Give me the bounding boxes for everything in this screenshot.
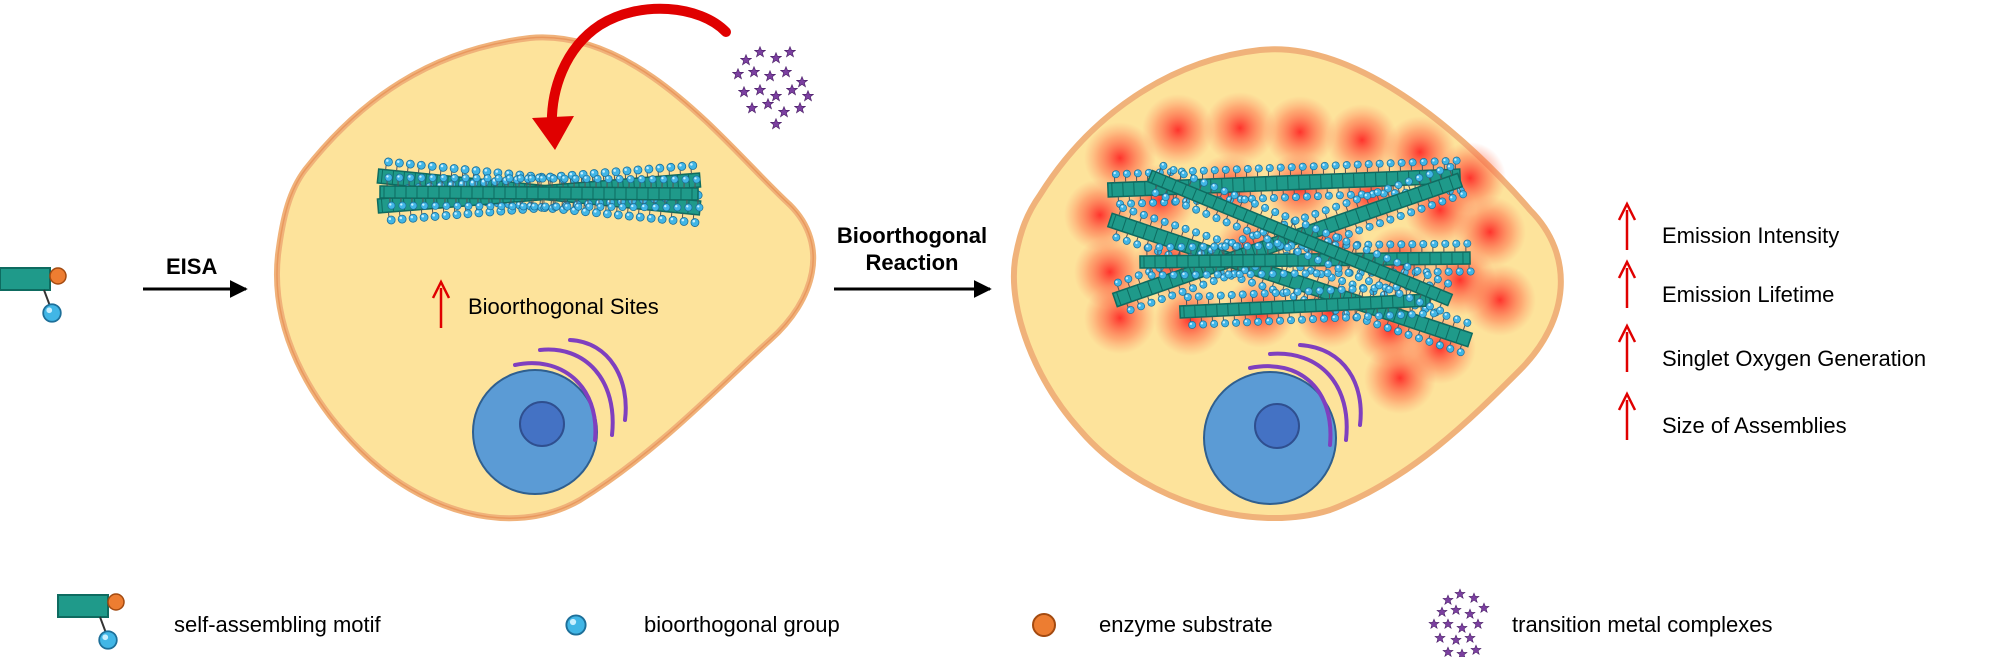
metal-complex-star — [802, 90, 814, 102]
metal-complex-star — [764, 70, 776, 82]
metal-complex-star — [754, 46, 766, 58]
singlet-oxygen-glow-spot — [1464, 264, 1536, 336]
metal-complex-uptake-arrow — [546, 3, 731, 135]
endoplasmic-reticulum — [513, 338, 628, 442]
metal-complex-star — [740, 54, 752, 66]
metal-complex-star — [1468, 592, 1480, 603]
metal-complex-star — [794, 102, 806, 114]
effect-singlet-oxygen-generation: Singlet Oxygen Generation — [1662, 346, 1927, 371]
nucleolus — [519, 401, 565, 447]
singlet-oxygen-glow-spot — [1364, 342, 1436, 414]
metal-complex-star — [786, 84, 798, 96]
metal-complex-star — [770, 52, 782, 64]
bioorthogonal-reaction-label-line2: Reaction — [865, 250, 959, 275]
metal-complex-star — [1442, 646, 1454, 657]
metal-complex-star — [1442, 594, 1454, 605]
metal-complex-star — [1450, 634, 1462, 645]
singlet-oxygen-glow-spot — [1326, 104, 1398, 176]
metal-complex-star — [780, 66, 792, 78]
metal-complex-star — [1450, 604, 1462, 615]
legend-bioorthogonal-group-icon — [565, 614, 587, 636]
metal-complex-star — [1454, 588, 1466, 599]
legend-transition-metal-complexes-label: transition metal complexes — [1512, 612, 1773, 637]
legend-self-assembling-motif-label: self-assembling motif — [174, 612, 381, 637]
endoplasmic-reticulum-2 — [1248, 343, 1363, 447]
metal-complex-star — [784, 46, 796, 58]
eisa-label: EISA — [166, 254, 218, 279]
nucleolus-2 — [1254, 403, 1300, 449]
effect-emission-intensity: Emission Intensity — [1662, 223, 1840, 248]
bioorthogonal-reaction-label-line1: Bioorthogonal — [836, 223, 988, 248]
metal-complex-uptake-arrowhead — [532, 116, 574, 150]
metal-complex-star — [796, 76, 808, 88]
metal-complex-star — [1464, 608, 1476, 619]
singlet-oxygen-glow-spot — [1204, 92, 1276, 164]
metal-complex-star — [748, 66, 760, 78]
bioorthogonal-sites-label: Bioorthogonal Sites — [468, 294, 659, 319]
cell-1 — [274, 34, 817, 522]
bioorthogonal-sites-increase-arrow — [431, 279, 451, 328]
metal-complex-star — [1456, 648, 1468, 657]
metal-complex-star — [754, 84, 766, 96]
effect-increase-arrows — [1617, 201, 1637, 440]
metal-complex-star — [770, 90, 782, 102]
bioorthogonal-reaction-label: Bioorthogonal Reaction — [822, 222, 1002, 276]
legend-enzyme-substrate-label: enzyme substrate — [1099, 612, 1273, 637]
transition-metal-complexes-cluster — [732, 46, 814, 130]
metal-complex-star — [1464, 632, 1476, 643]
metal-complex-star — [770, 118, 782, 130]
metal-complex-star — [1434, 632, 1446, 643]
nanofiber — [379, 173, 704, 212]
metal-complex-star — [1478, 602, 1490, 613]
metal-complex-star — [732, 68, 744, 80]
metal-complex-star — [1456, 622, 1468, 633]
effect-size-of-assemblies: Size of Assemblies — [1662, 413, 1847, 438]
effect-emission-lifetime: Emission Lifetime — [1662, 282, 1835, 307]
metal-complex-star — [1436, 606, 1448, 617]
metal-complex-star — [1442, 618, 1454, 629]
legend-bioorthogonal-group-label: bioorthogonal group — [644, 612, 840, 637]
legend-enzyme-substrate-icon — [1032, 613, 1056, 637]
metal-complex-star — [778, 106, 790, 118]
self-assembling-motif-icon — [0, 267, 67, 323]
metal-complex-star — [1470, 644, 1482, 655]
legend-transition-metal-complexes-icon — [1428, 588, 1490, 657]
singlet-oxygen-glow-spot — [1264, 96, 1336, 168]
metal-complex-star — [746, 102, 758, 114]
metal-complex-star — [738, 86, 750, 98]
metal-complex-star — [1472, 618, 1484, 629]
singlet-oxygen-glow-spot — [1142, 94, 1214, 166]
crosslinked-nanofiber-network — [1106, 156, 1475, 358]
nanofiber-bundle — [376, 157, 704, 228]
metal-complex-star — [762, 98, 774, 110]
legend-self-assembling-motif-icon — [57, 593, 125, 650]
nanofiber — [1146, 160, 1454, 316]
nanofiber — [1178, 281, 1438, 330]
metal-complex-star — [1428, 618, 1440, 629]
cell-2 — [1011, 46, 1564, 522]
